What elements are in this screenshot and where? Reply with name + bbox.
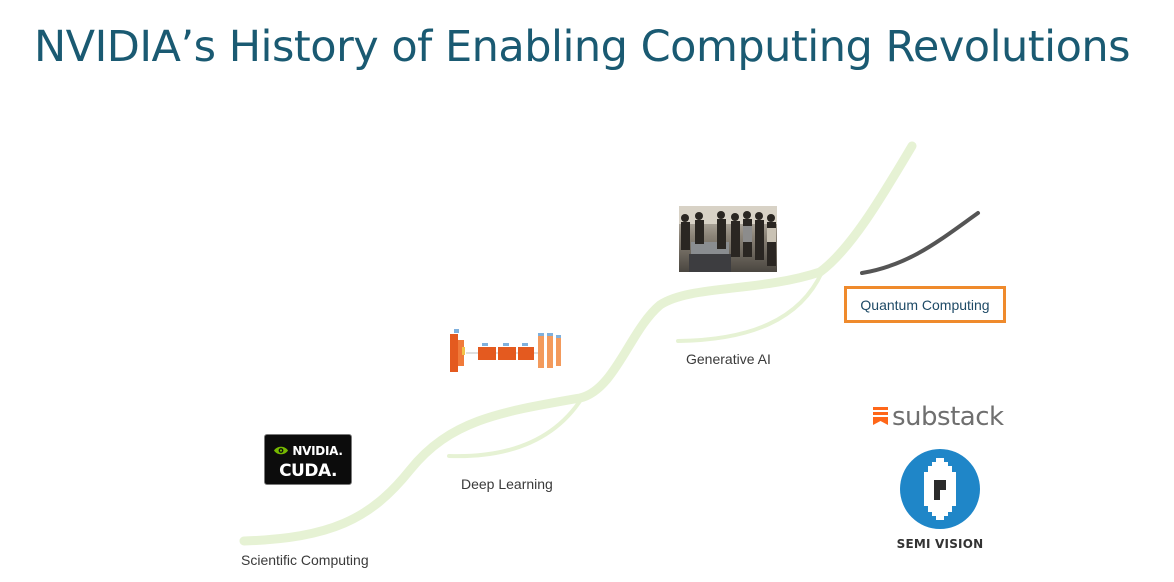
cuda-wordmark: CUDA. [279,461,337,481]
stage-label-quantum-computing: Quantum Computing [844,286,1006,323]
cuda-logo: NVIDIA. CUDA. [264,434,352,485]
page-title: NVIDIA’s History of Enabling Computing R… [34,22,1131,72]
team-photo [679,206,777,272]
nvidia-wordmark: NVIDIA. [292,443,343,458]
quantum-curve [860,211,980,275]
generative-ai-branch [676,270,824,343]
substack-icon [873,402,888,432]
substack-wordmark: substack [892,402,1004,432]
deep-learning-branch [447,396,584,459]
semi-vision-wordmark: SEMI VISION [896,537,984,551]
nvidia-eye-icon [273,441,289,460]
semi-vision-logo: SEMI VISION [895,448,985,551]
stage-label-scientific-computing: Scientific Computing [241,552,369,568]
substack-logo: substack [873,402,1004,432]
neural-network-icon [450,329,561,372]
stage-label-deep-learning: Deep Learning [461,476,553,492]
main-s-curve [239,141,917,546]
semi-vision-emblem [900,449,980,529]
stage-label-generative-ai: Generative AI [686,351,771,367]
